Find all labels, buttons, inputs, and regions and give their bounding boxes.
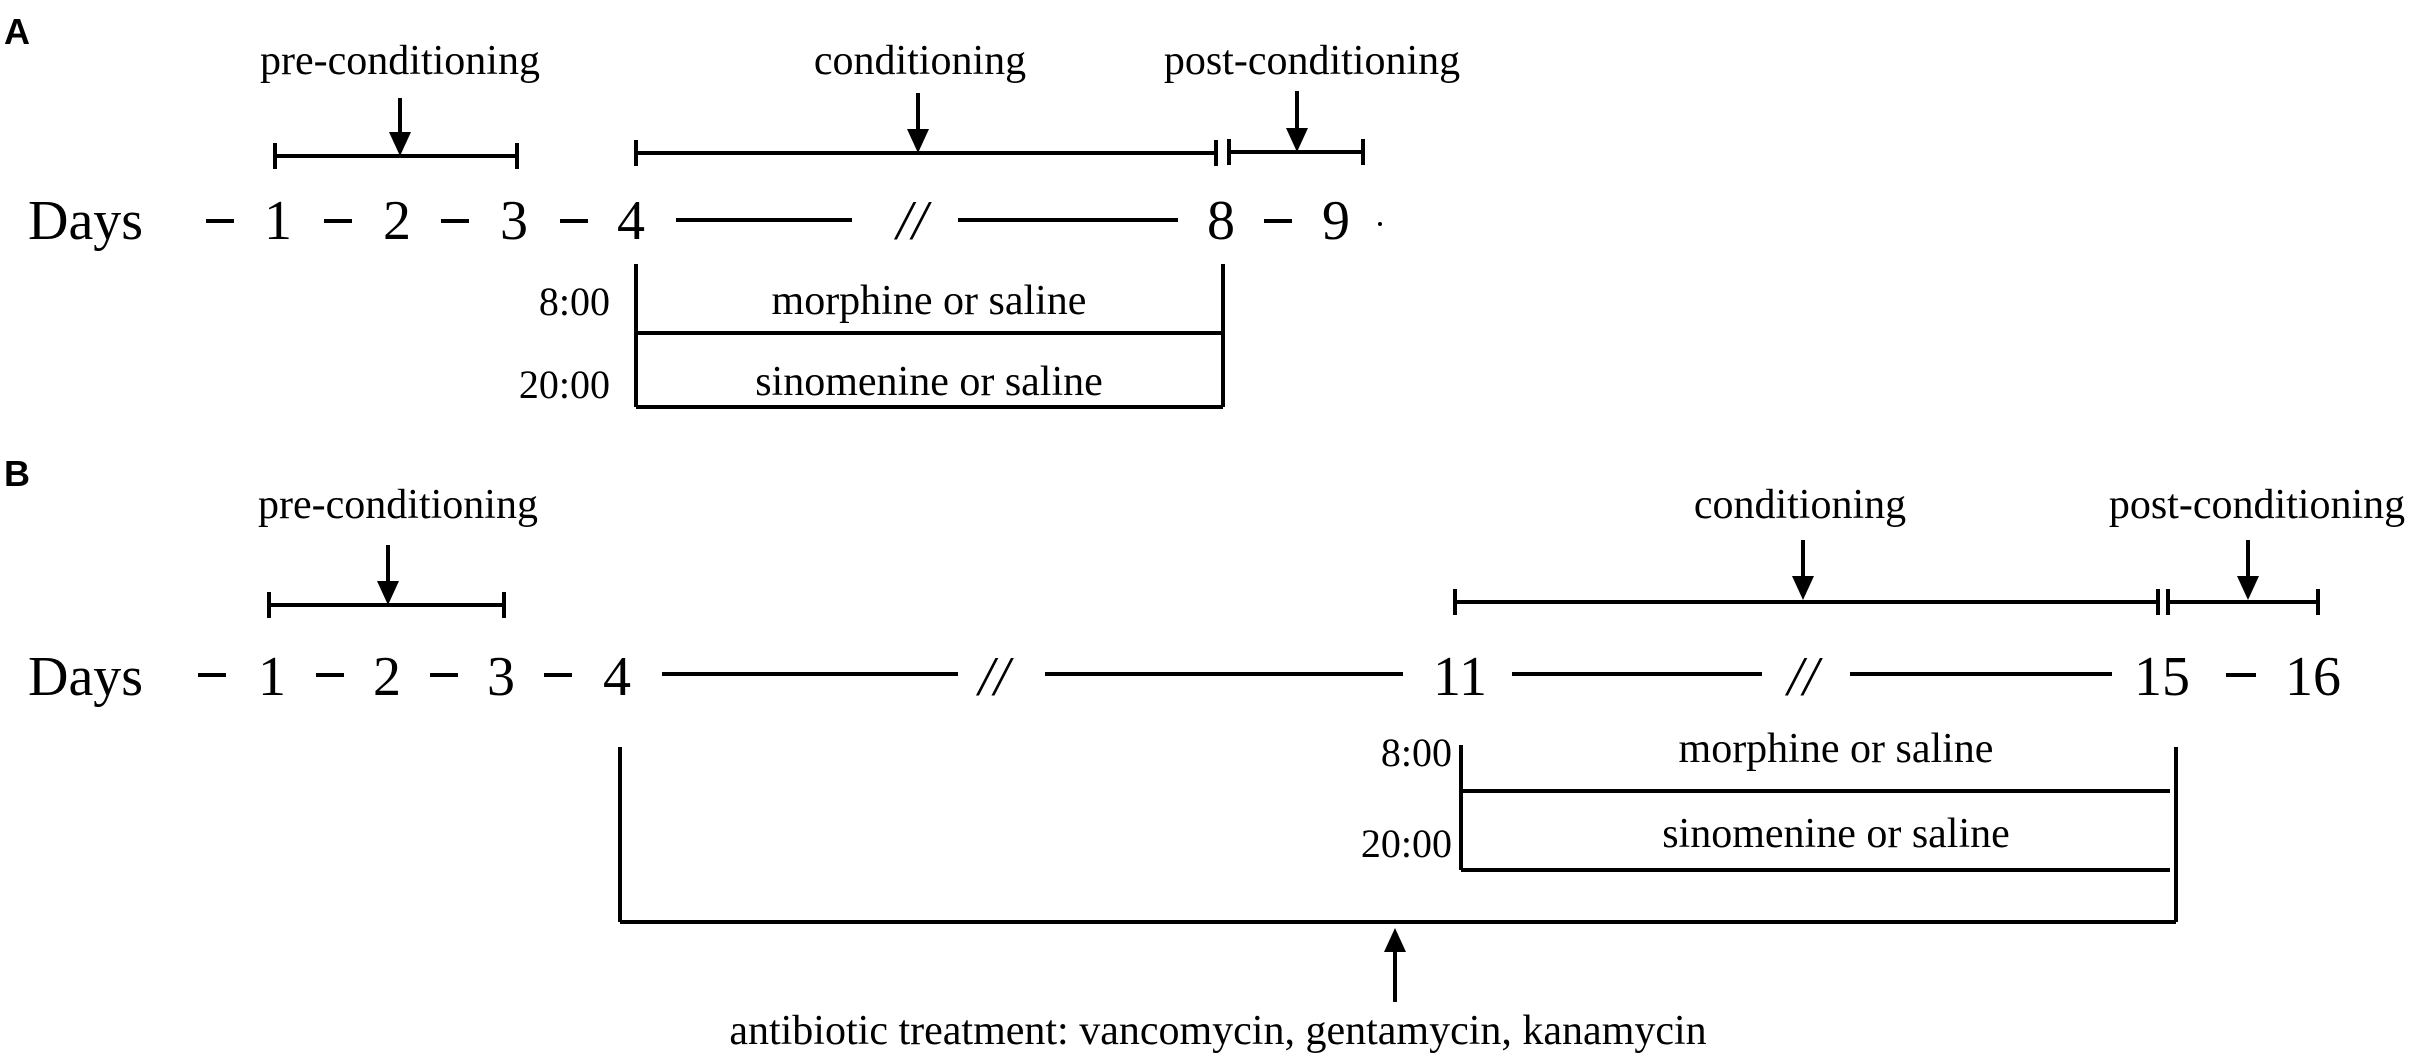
panel-b-day-3: 3 <box>487 646 515 708</box>
panel-b-days-label: Days <box>28 646 143 708</box>
panel-b-time-morning: 8:00 <box>1381 730 1452 775</box>
panel-a-time-morning: 8:00 <box>539 279 610 324</box>
panel-a-conditioning-bracket <box>634 140 1218 166</box>
panel-b-post-conditioning-bracket <box>2166 589 2320 615</box>
panel-b-label: B <box>4 453 30 494</box>
panel-a-day-9: 9 <box>1322 190 1350 252</box>
panel-a-post-conditioning-arrow <box>1286 91 1308 152</box>
panel-b-break-mark: // <box>975 646 1014 708</box>
panel-b-post-conditioning-arrow <box>2237 540 2259 600</box>
panel-b-day-11: 11 <box>1433 646 1487 708</box>
panel-b-day-2: 2 <box>373 646 401 708</box>
panel-a-day-8: 8 <box>1207 190 1235 252</box>
panel-b-day-4: 4 <box>603 646 631 708</box>
panel-b-time-evening: 20:00 <box>1361 821 1452 866</box>
panel-a-day-4: 4 <box>617 190 645 252</box>
panel-b-antibiotic-arrow <box>1384 928 1406 1002</box>
panel-a-conditioning-arrow <box>907 93 929 153</box>
panel-b-day-15: 15 <box>2134 646 2190 708</box>
panel-a-treatment-evening: sinomenine or saline <box>755 359 1103 405</box>
panel-b-break-mark-2: // <box>1784 646 1823 708</box>
panel-b-conditioning-label: conditioning <box>1694 482 1906 528</box>
panel-b-day-16: 16 <box>2285 646 2341 708</box>
panel-a-axis-end-dot <box>1378 222 1382 226</box>
panel-b-antibiotic-note: antibiotic treatment: vancomycin, gentam… <box>729 1008 1706 1054</box>
panel-a-break-mark: // <box>893 190 932 252</box>
panel-a-day-2: 2 <box>383 190 411 252</box>
panel-a-days-label: Days <box>28 190 143 252</box>
panel-b-pre-conditioning-bracket <box>267 592 506 618</box>
panel-b-conditioning-arrow <box>1792 540 1814 600</box>
panel-b-treatment-evening: sinomenine or saline <box>1662 811 2010 857</box>
panel-b-post-conditioning-label: post-conditioning <box>2109 482 2405 528</box>
panel-a-label: A <box>4 11 30 52</box>
panel-b-antibiotic-bracket <box>618 747 2178 924</box>
panel-a-post-conditioning-label: post-conditioning <box>1164 38 1460 84</box>
panel-a: A pre-conditioning conditioning post-con… <box>4 11 1460 409</box>
panel-b-conditioning-bracket <box>1453 589 2160 615</box>
panel-b-treatment-box <box>1459 745 2170 872</box>
panel-b-treatment-morning: morphine or saline <box>1679 726 1994 772</box>
panel-a-conditioning-label: conditioning <box>814 38 1026 84</box>
panel-b-day-1: 1 <box>258 646 286 708</box>
panel-b: B pre-conditioning conditioning post-con… <box>4 453 2405 1054</box>
panel-a-time-evening: 20:00 <box>519 362 610 407</box>
panel-a-post-conditioning-bracket <box>1227 139 1365 165</box>
panel-a-treatment-morning: morphine or saline <box>772 278 1087 324</box>
panel-b-pre-conditioning-label: pre-conditioning <box>258 482 538 528</box>
panel-a-pre-conditioning-arrow <box>389 98 411 156</box>
panel-a-pre-conditioning-bracket <box>273 143 519 169</box>
panel-a-pre-conditioning-label: pre-conditioning <box>260 38 540 84</box>
panel-a-treatment-box <box>634 264 1225 409</box>
panel-a-day-3: 3 <box>500 190 528 252</box>
panel-a-day-1: 1 <box>264 190 292 252</box>
panel-b-pre-conditioning-arrow <box>377 545 399 605</box>
